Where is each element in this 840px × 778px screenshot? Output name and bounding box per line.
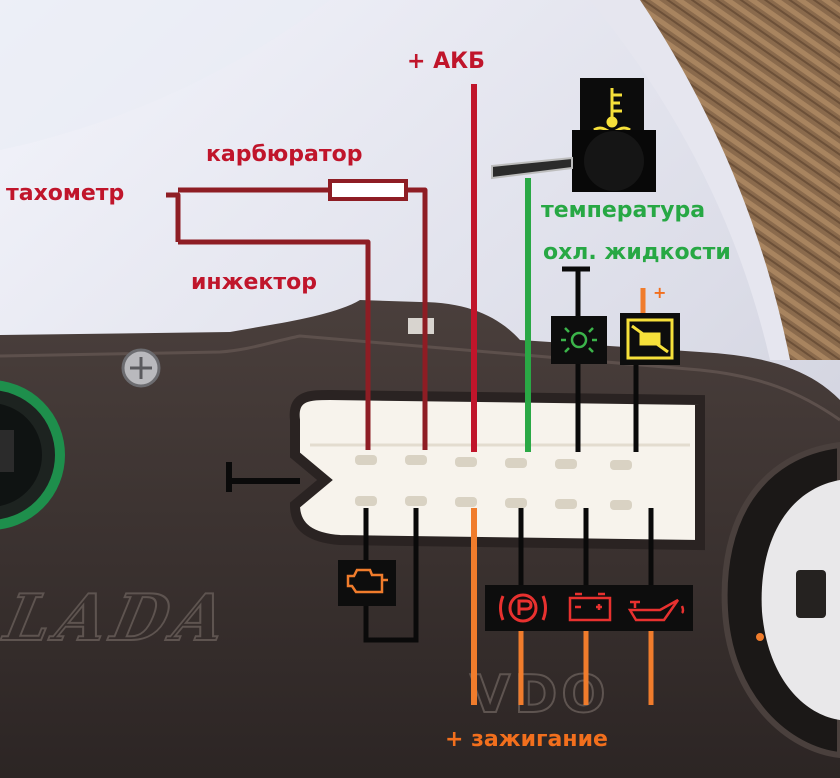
ignition-plus-label: + зажигание: [445, 727, 608, 752]
lada-logo: LADA: [0, 581, 238, 656]
carburetor-resistor: [328, 179, 408, 201]
wire-choke: [633, 288, 646, 452]
check-engine-icon: [346, 568, 388, 594]
wire-ground-left: [226, 462, 300, 492]
tachometer-label: тахометр: [6, 181, 125, 206]
battery-charge-indicator: [561, 585, 619, 631]
wire-parking-light: [562, 266, 590, 452]
oil-pressure-icon: [627, 598, 685, 622]
wire-injector: [178, 239, 371, 450]
injector-label: инжектор: [191, 270, 317, 295]
coolant-temperature-icon: [593, 88, 631, 134]
vdo-logo: VDO: [470, 665, 610, 725]
parking-brake-icon: [499, 593, 547, 623]
connector-socket: [289, 389, 705, 551]
coolant-temp-label-line2: охл. жидкости: [543, 240, 731, 265]
coolant-sensor: [491, 78, 656, 192]
wire-tachometer-group: [166, 187, 428, 450]
wire-tachometer-stub: [166, 192, 181, 242]
coolant-temp-label-line1: температура: [541, 198, 706, 223]
parking-brake-indicator: [485, 585, 561, 631]
choke-icon: [631, 324, 669, 354]
wire-check-engine: [363, 508, 419, 643]
choke-indicator: [620, 313, 680, 365]
wire-carburetor-out: [406, 187, 428, 450]
check-engine-indicator: [338, 560, 396, 606]
oil-pressure-indicator: [619, 585, 693, 631]
connector-pins: [355, 455, 632, 510]
parking-light-indicator: [551, 316, 607, 364]
battery-plus-label: + АКБ: [407, 49, 485, 74]
parking-light-icon: [561, 327, 597, 353]
battery-charge-icon: [568, 592, 612, 622]
seat-fabric-inner: [590, 0, 790, 360]
carburetor-label: карбюратор: [206, 142, 363, 167]
small-plus-label: +: [653, 283, 666, 302]
